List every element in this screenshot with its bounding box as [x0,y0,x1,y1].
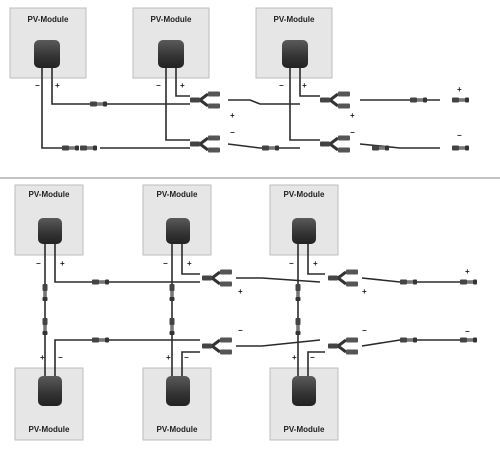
positive-terminal-sign: + [292,353,297,362]
top-polarity-signs: − + − + − + + − + − + − [35,81,462,140]
bottom-connectors [42,268,477,356]
pv-module-bottom-top-2: PV-Module [142,184,212,256]
module-label: PV-Module [157,190,198,199]
module-label: PV-Module [29,190,70,199]
pv-module-bottom-bottom-3: PV-Module [269,367,339,441]
positive-terminal-sign: + [465,267,470,276]
positive-terminal-sign: + [457,85,462,94]
pv-module-bottom-top-3: PV-Module [269,184,339,256]
negative-terminal-sign: − [156,81,161,90]
negative-terminal-sign: − [184,353,189,362]
positive-terminal-sign: + [230,111,235,120]
negative-terminal-sign: − [35,81,40,90]
pv-module-top-2: PV-Module [132,7,210,79]
junction-box [292,376,316,406]
top-cables [41,68,440,149]
negative-terminal-sign: − [350,128,355,137]
module-label: PV-Module [151,15,192,24]
junction-box [282,40,308,68]
pv-module-bottom-top-1: PV-Module [14,184,84,256]
pv-module-bottom-bottom-1: PV-Module [14,367,84,441]
module-label: PV-Module [284,425,325,434]
module-label: PV-Module [28,15,69,24]
negative-terminal-sign: − [465,327,470,336]
negative-terminal-sign: − [230,128,235,137]
negative-terminal-sign: − [289,259,294,268]
pv-module-bottom-bottom-2: PV-Module [142,367,212,441]
pv-module-top-1: PV-Module [9,7,87,79]
positive-terminal-sign: + [180,81,185,90]
bottom-wiring-diagram: PV-Module PV-Module PV-Module PV-Module … [14,184,477,441]
positive-terminal-sign: + [350,111,355,120]
positive-terminal-sign: + [40,353,45,362]
junction-box [292,218,316,244]
junction-box [38,376,62,406]
module-label: PV-Module [274,15,315,24]
positive-terminal-sign: + [60,259,65,268]
positive-terminal-sign: + [187,259,192,268]
junction-box [166,218,190,244]
negative-terminal-sign: − [58,353,63,362]
negative-terminal-sign: − [36,259,41,268]
pv-module-top-3: PV-Module [255,7,333,79]
bottom-cables [44,244,470,376]
positive-terminal-sign: + [166,353,171,362]
negative-terminal-sign: − [362,326,367,335]
positive-terminal-sign: + [55,81,60,90]
module-label: PV-Module [157,425,198,434]
positive-terminal-sign: + [238,287,243,296]
negative-terminal-sign: − [238,326,243,335]
junction-box [166,376,190,406]
junction-box [158,40,184,68]
negative-terminal-sign: − [163,259,168,268]
junction-box [34,40,60,68]
bottom-polarity-signs: − + − + − + + − + − + − + − + − + − [36,259,470,362]
junction-box [38,218,62,244]
top-wiring-diagram: PV-Module PV-Module PV-Module [9,7,469,154]
positive-terminal-sign: + [302,81,307,90]
positive-terminal-sign: + [362,287,367,296]
module-label: PV-Module [284,190,325,199]
negative-terminal-sign: − [279,81,284,90]
module-label: PV-Module [29,425,70,434]
positive-terminal-sign: + [313,259,318,268]
negative-terminal-sign: − [310,353,315,362]
negative-terminal-sign: − [457,131,462,140]
